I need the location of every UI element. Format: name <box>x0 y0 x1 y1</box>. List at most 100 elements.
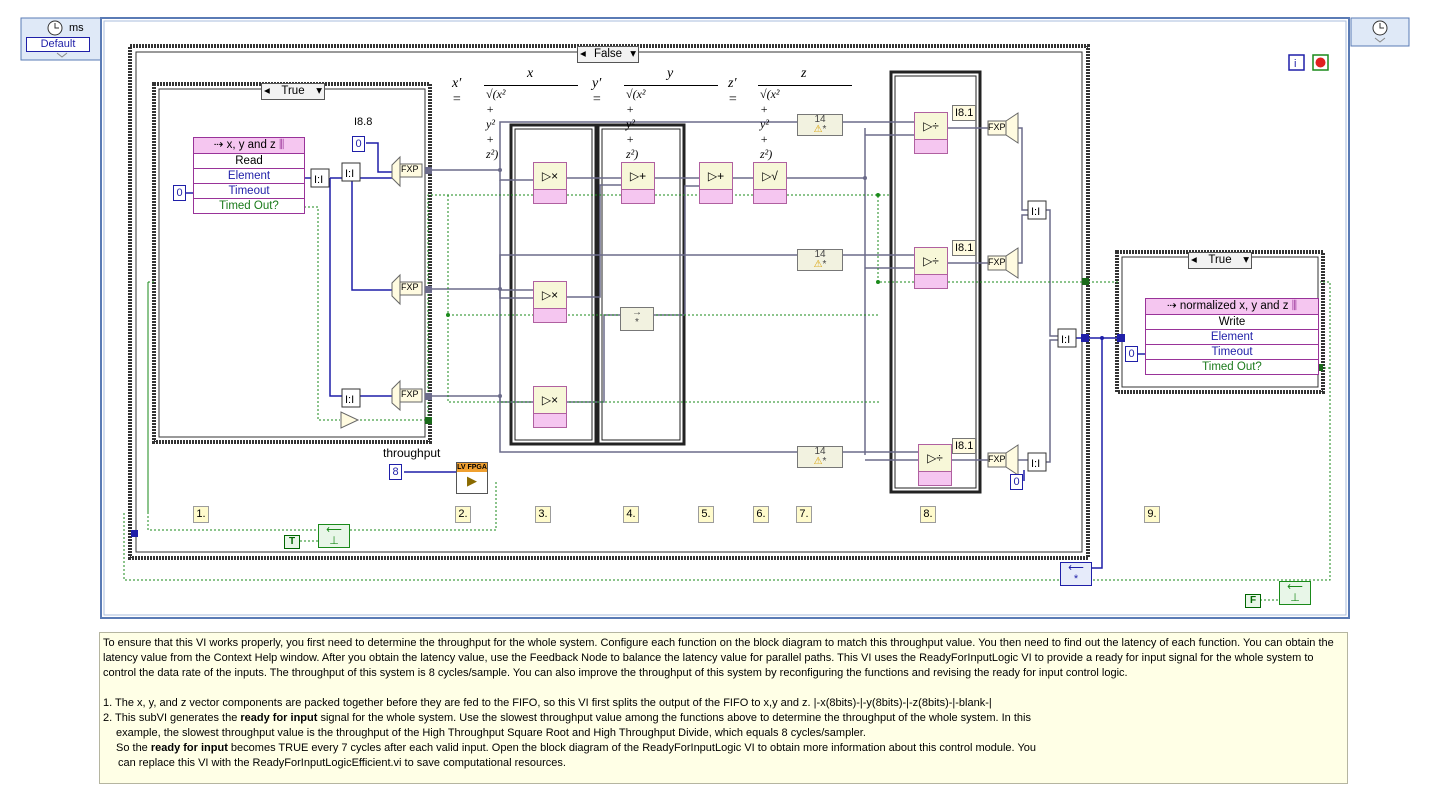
split-number-icon[interactable]: I:I <box>310 168 330 188</box>
fifo-bits-icon: ⫼ <box>275 139 285 151</box>
shift-register-right[interactable]: ⟵⊥ <box>1279 581 1311 605</box>
case-prev-arrow-icon[interactable]: ◂ <box>264 85 270 97</box>
step-label-4: 4. <box>623 506 639 523</box>
divide-node-z[interactable]: ▷÷ <box>918 444 952 486</box>
i81-label-y: I8.1 <box>952 240 977 256</box>
fifo-icon: ⇢ <box>213 139 227 151</box>
write-fifo-header: ⇢ normalized x, y and z ⫼ <box>1146 299 1318 315</box>
chevron-down-icon[interactable]: ▾ <box>1243 254 1249 266</box>
step-label-6: 6. <box>753 506 769 523</box>
read-fifo-element[interactable]: Element <box>194 169 304 184</box>
frame-multiply[interactable] <box>509 123 598 446</box>
stop-icon[interactable] <box>1312 54 1329 71</box>
fxp-label: FXP <box>401 164 419 174</box>
write-case-selector[interactable]: ◂ True ▾ <box>1188 252 1252 269</box>
description-item-2: 2. This subVI generates the ready for in… <box>103 712 1031 724</box>
clock-icon <box>1372 20 1388 36</box>
write-fifo-timeout[interactable]: Timeout <box>1146 345 1318 360</box>
read-timeout-constant[interactable]: 0 <box>173 185 186 201</box>
delay-value: 14 <box>814 114 826 125</box>
convert-to-fxp-icon[interactable] <box>391 155 423 188</box>
write-timeout-constant[interactable]: 0 <box>1125 346 1138 362</box>
read-case-selector[interactable]: ◂ True ▾ <box>261 83 325 100</box>
fxp-label: FXP <box>988 257 1006 267</box>
svg-text:I:I: I:I <box>345 168 354 180</box>
init-icon: ⊥ <box>329 535 339 547</box>
step-label-9: 9. <box>1144 506 1160 523</box>
join-numbers-icon[interactable]: I:I <box>1027 452 1047 472</box>
arrow-right-icon: → <box>632 307 642 318</box>
multiply-node-z[interactable]: ▷× <box>533 386 567 428</box>
timer-source-select[interactable]: Default <box>26 37 90 52</box>
chevron-down-icon[interactable]: ▾ <box>316 85 322 97</box>
not-gate-icon[interactable] <box>340 411 360 429</box>
convert-to-int-icon[interactable] <box>987 112 1019 144</box>
sqrt-node[interactable]: ▷√ <box>753 162 787 204</box>
fifo-icon: ⇢ <box>1166 300 1180 312</box>
join-numbers-icon[interactable]: I:I <box>1057 328 1077 348</box>
ready-for-input-logic-subvi[interactable]: LV FPGA ▶ <box>456 462 488 494</box>
convert-to-fxp-icon[interactable] <box>391 273 423 306</box>
read-fifo-timed-out[interactable]: Timed Out? <box>219 200 279 212</box>
read-fifo-header: ⇢ x, y and z ⫼ <box>194 138 304 154</box>
step-label-5: 5. <box>698 506 714 523</box>
convert-to-fxp-icon[interactable] <box>391 379 423 412</box>
timed-loop-frame[interactable] <box>100 17 1350 619</box>
multiply-icon: ▷× <box>534 163 566 190</box>
divide-node-y[interactable]: ▷÷ <box>914 247 948 289</box>
shift-register-int[interactable]: ⟵* <box>1060 562 1092 586</box>
arrow-left-icon: ⟵ <box>1068 562 1084 574</box>
shift-register-left[interactable]: ⟵⊥ <box>318 524 350 548</box>
case-prev-arrow-icon[interactable]: ◂ <box>580 48 586 60</box>
output-zero-constant[interactable]: 0 <box>1010 474 1023 490</box>
convert-to-int-icon[interactable] <box>987 247 1019 279</box>
step-label-7: 7. <box>796 506 812 523</box>
add-node-1[interactable]: ▷+ <box>621 162 655 204</box>
split-number-icon[interactable]: I:I <box>341 388 361 408</box>
outer-case-selector[interactable]: ◂ False ▾ <box>577 46 639 63</box>
false-constant[interactable]: F <box>1245 594 1261 608</box>
write-fifo-method[interactable]: Write <box>1146 315 1318 330</box>
delay-value: 14 <box>814 249 826 260</box>
throughput-constant[interactable]: 8 <box>389 464 402 480</box>
svg-text:i: i <box>1294 58 1296 70</box>
fxp-label: FXP <box>988 122 1006 132</box>
read-fifo-method[interactable]: Read <box>194 154 304 169</box>
write-fifo-timed-out[interactable]: Timed Out? <box>1202 361 1262 373</box>
multiply-icon: ▷× <box>534 387 566 414</box>
asterisk-icon: * <box>822 124 827 135</box>
arrow-left-icon: ⟵ <box>326 524 342 536</box>
svg-text:I:I: I:I <box>314 174 323 186</box>
read-fifo-node[interactable]: ⇢ x, y and z ⫼ Read Element Timeout Time… <box>193 137 305 214</box>
svg-text:I:I: I:I <box>1061 334 1070 346</box>
add-icon: ▷+ <box>700 163 732 190</box>
feedback-delay-z[interactable]: 14⚠* <box>797 446 843 468</box>
chevron-down-icon[interactable]: ▾ <box>630 48 636 60</box>
join-numbers-icon[interactable]: I:I <box>1027 200 1047 220</box>
fxp-label: FXP <box>988 454 1006 464</box>
divide-node-x[interactable]: ▷÷ <box>914 112 948 154</box>
arrow-left-icon: ⟵ <box>1287 581 1303 593</box>
svg-text:I:I: I:I <box>1031 206 1040 218</box>
write-fifo-node[interactable]: ⇢ normalized x, y and z ⫼ Write Element … <box>1145 298 1319 375</box>
svg-text:I:I: I:I <box>345 394 354 406</box>
write-fifo-element[interactable]: Element <box>1146 330 1318 345</box>
feedback-delay-x[interactable]: 14⚠* <box>797 114 843 136</box>
split-number-icon[interactable]: I:I <box>341 162 361 182</box>
true-constant[interactable]: T <box>284 535 300 549</box>
info-icon[interactable]: i <box>1288 54 1305 71</box>
description-intro: To ensure that this VI works properly, y… <box>103 637 1334 679</box>
add-icon: ▷+ <box>622 163 654 190</box>
feedback-node[interactable]: →* <box>620 307 654 331</box>
add-node-2[interactable]: ▷+ <box>699 162 733 204</box>
read-fifo-timeout[interactable]: Timeout <box>194 184 304 199</box>
warning-icon: ⚠ <box>813 124 823 135</box>
multiply-node-x[interactable]: ▷× <box>533 162 567 204</box>
case-selector-value: False <box>593 48 623 60</box>
multiply-node-y[interactable]: ▷× <box>533 281 567 323</box>
case-prev-arrow-icon[interactable]: ◂ <box>1191 254 1197 266</box>
i88-constant[interactable]: 0 <box>352 136 365 152</box>
frame-add[interactable] <box>596 123 686 446</box>
feedback-delay-y[interactable]: 14⚠* <box>797 249 843 271</box>
